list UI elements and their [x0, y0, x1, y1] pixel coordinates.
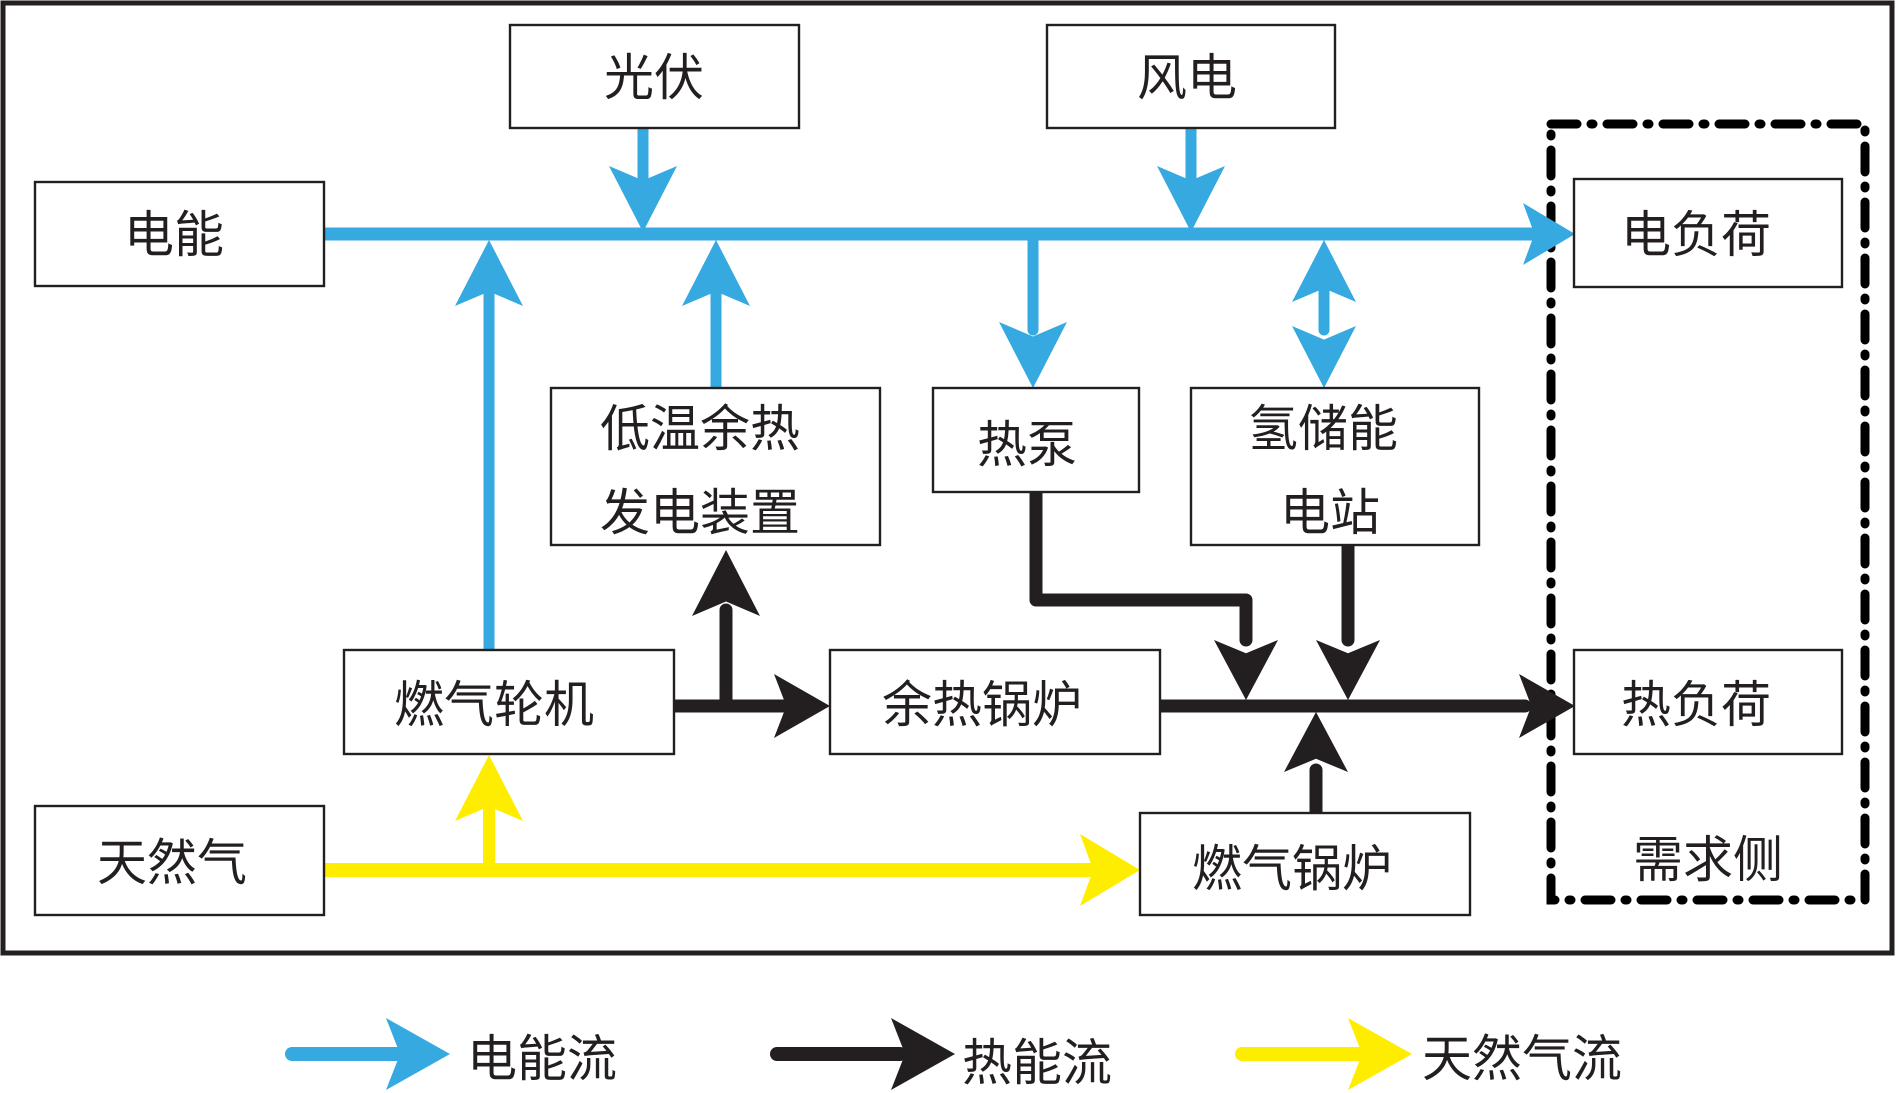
gas-turbine-feed-arrowhead: [455, 755, 523, 821]
heat-pump-heat-line: [1029, 485, 1253, 647]
legend-arrow-gas: [1235, 1018, 1412, 1090]
node-natural-gas-label: 天然气: [97, 834, 247, 892]
hydrogen-charge-arrowhead: [1292, 240, 1356, 302]
node-heat-pump-label: 热泵: [977, 416, 1077, 474]
node-grid-power-label: 电能: [124, 206, 224, 264]
node-gas-boiler-label: 燃气锅炉: [1192, 840, 1392, 898]
node-natural-gas[interactable]: 天然气: [33, 804, 326, 917]
node-grid-power[interactable]: 电能: [33, 180, 326, 288]
node-electric-load[interactable]: 电负荷: [1572, 177, 1844, 289]
legend-item-electric: 电能流: [285, 1018, 617, 1090]
heat-flows: [667, 485, 1575, 820]
heat-pump-heat-arrowhead: [1214, 640, 1278, 700]
waste-heat-boiler-arrowhead: [774, 674, 830, 738]
demand-side-label: 需求侧: [1633, 831, 1783, 889]
node-heat-pump[interactable]: 热泵: [931, 386, 1141, 494]
node-pv[interactable]: 光伏: [508, 23, 801, 130]
legend-arrow-heat: [770, 1018, 955, 1090]
node-pv-label: 光伏: [604, 49, 704, 107]
legend-label-heat: 热能流: [962, 1034, 1112, 1092]
legend-arrowhead-electric: [386, 1018, 450, 1090]
demand-side-region: [1546, 119, 1870, 905]
legend-arrowhead-gas: [1348, 1018, 1412, 1090]
electric-flows: [317, 122, 1575, 656]
node-wind[interactable]: 风电: [1045, 23, 1337, 130]
orc-heat-arrowhead: [692, 550, 760, 616]
pv-feed-arrowhead: [609, 166, 677, 232]
node-heat-load[interactable]: 热负荷: [1572, 648, 1844, 756]
outer-frame: [0, 0, 1895, 956]
node-orc-label-line1: 低温余热: [600, 400, 800, 458]
electric-load-arrowhead: [1523, 203, 1575, 265]
node-gas-turbine[interactable]: 燃气轮机: [342, 648, 676, 756]
node-orc-label-line2: 发电装置: [600, 484, 800, 542]
node-gas-turbine-label: 燃气轮机: [394, 676, 594, 734]
gas-flows: [317, 755, 1140, 906]
legend-item-heat: 热能流: [770, 1018, 1112, 1092]
heat-load-arrowhead: [1519, 674, 1575, 738]
wind-feed-arrowhead: [1157, 166, 1225, 232]
legend: 电能流 热能流 天然气流: [285, 1018, 1622, 1092]
node-waste-heat-boiler-label: 余热锅炉: [882, 676, 1082, 734]
legend-arrow-electric: [285, 1018, 450, 1090]
gas-turbine-power-arrowhead: [455, 240, 523, 306]
node-gas-boiler[interactable]: 燃气锅炉: [1138, 811, 1472, 917]
heat-pump-power-arrowhead: [999, 322, 1067, 388]
hydrogen-heat-arrowhead: [1316, 640, 1380, 700]
orc-power-arrowhead: [682, 240, 750, 306]
node-hydrogen-storage[interactable]: 氢储能 电站: [1189, 386, 1481, 547]
node-hydrogen-label-line1: 氢储能: [1248, 400, 1398, 458]
legend-arrowhead-heat: [891, 1018, 955, 1090]
node-electric-load-label: 电负荷: [1621, 206, 1771, 264]
hydrogen-discharge-arrowhead: [1292, 326, 1356, 388]
gas-boiler-heat-arrowhead: [1284, 712, 1348, 772]
node-hydrogen-label-line2: 电站: [1280, 484, 1380, 542]
legend-item-gas: 天然气流: [1235, 1018, 1622, 1090]
node-wind-label: 风电: [1137, 49, 1237, 107]
node-waste-heat-boiler[interactable]: 余热锅炉: [828, 648, 1162, 756]
gas-boiler-feed-arrowhead: [1080, 834, 1140, 906]
legend-label-electric: 电能流: [467, 1030, 617, 1088]
node-orc[interactable]: 低温余热 发电装置: [549, 386, 882, 547]
legend-label-gas: 天然气流: [1422, 1030, 1622, 1088]
node-heat-load-label: 热负荷: [1621, 676, 1771, 734]
